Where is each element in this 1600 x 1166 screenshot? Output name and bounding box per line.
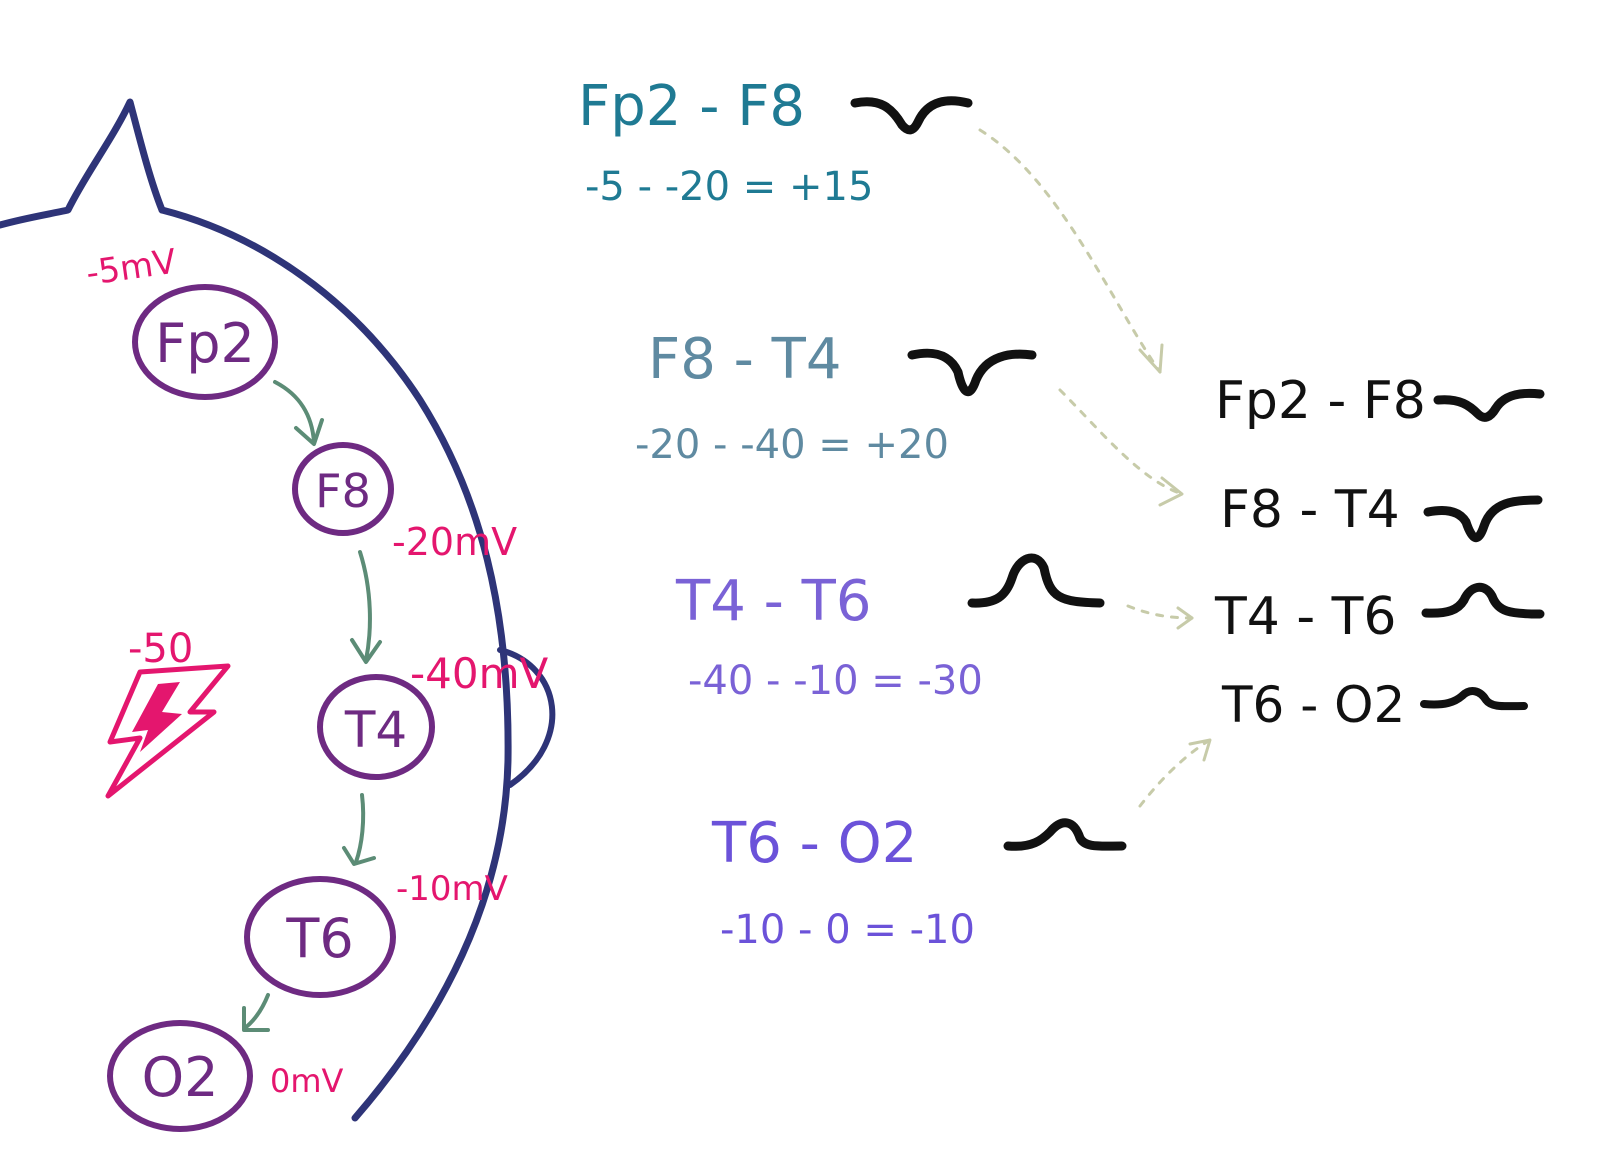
- montage-fp2-f8-label: Fp2 - F8: [1215, 371, 1426, 431]
- montage-t6-o2-wave: [1420, 687, 1528, 711]
- dotted-arrow-t6-o2: [1138, 738, 1212, 808]
- bipolar-montage: Fp2 - F8 F8 - T4 T4 - T6 T6 - O2: [1214, 371, 1545, 734]
- derivation-t4-t6-label: T4 - T6: [675, 569, 871, 634]
- head-nose: [0, 98, 166, 229]
- electrode-f8-label: F8: [315, 464, 371, 518]
- flow-arrow-f8-t4: [358, 550, 372, 662]
- flow-arrow-f8-t4-head: [350, 638, 382, 664]
- flow-arrow-t6-o2: [243, 993, 270, 1030]
- voltage-fp2: -5mV: [84, 242, 179, 294]
- derivation-t6-o2-calc: -10 - 0 = -10: [720, 907, 975, 953]
- electrode-t6-label: T6: [285, 907, 353, 970]
- electrode-o2-ring: [107, 1020, 253, 1132]
- dipole-source: -50: [105, 626, 231, 799]
- dotted-arrows: [978, 128, 1212, 808]
- derivation-f8-t4-wave: [907, 348, 1037, 396]
- derivation-fp2-f8-wave: [850, 96, 973, 135]
- derivation-t4-t6-wave: [967, 553, 1105, 608]
- electrode-voltages: -5mV -20mV -40mV -10mV 0mV: [84, 242, 549, 1100]
- derivation-t6-o2: T6 - O2 -10 - 0 = -10: [711, 811, 1127, 953]
- derivation-f8-t4-calc: -20 - -40 = +20: [635, 422, 949, 468]
- flow-arrow-t4-t6-head: [342, 846, 376, 866]
- electrode-fp2-ring: [132, 284, 278, 400]
- electrode-f8-ring: [292, 442, 394, 536]
- electrode-t6[interactable]: T6: [244, 876, 396, 998]
- derivation-t4-t6-calc: -40 - -10 = -30: [688, 658, 983, 704]
- electrode-t4-label: T4: [344, 701, 407, 759]
- source-label: -50: [128, 626, 193, 672]
- electrode-fp2[interactable]: Fp2: [132, 284, 278, 400]
- head-outline: [0, 98, 556, 1122]
- electrode-t4[interactable]: T4: [317, 674, 435, 780]
- montage-f8-t4-wave: [1423, 495, 1543, 542]
- voltage-f8: -20mV: [392, 520, 517, 564]
- derivations: Fp2 - F8 -5 - -20 = +15 F8 - T4 -20 - -4…: [578, 74, 1127, 953]
- flow-arrow-t4-t6: [354, 793, 366, 864]
- lightning-bolt-icon: [105, 663, 231, 799]
- electrode-fp2-label: Fp2: [155, 312, 255, 375]
- derivation-t4-t6: T4 - T6 -40 - -10 = -30: [675, 553, 1105, 704]
- dotted-arrow-t4-t6: [1126, 604, 1194, 620]
- derivation-t6-o2-wave: [1003, 818, 1127, 851]
- montage-row-fp2-f8: Fp2 - F8: [1215, 371, 1545, 431]
- derivation-t6-o2-label: T6 - O2: [711, 811, 917, 876]
- flow-arrow-fp2-f8: [273, 380, 316, 444]
- lightning-bolt-outline: [105, 663, 231, 799]
- montage-fp2-f8-wave: [1433, 388, 1545, 422]
- lightning-bolt-fill: [132, 682, 182, 752]
- dotted-arrow-t6-o2-head: [1188, 738, 1212, 762]
- electrode-t6-ring: [244, 876, 396, 998]
- montage-row-t6-o2: T6 - O2: [1221, 676, 1528, 734]
- montage-row-f8-t4: F8 - T4: [1220, 480, 1543, 542]
- dotted-arrow-fp2-f8-head: [1138, 343, 1164, 374]
- derivation-fp2-f8-calc: -5 - -20 = +15: [585, 164, 873, 210]
- montage-t4-t6-wave: [1421, 582, 1545, 619]
- voltage-t6: -10mV: [396, 869, 508, 909]
- voltage-t4: -40mV: [410, 649, 549, 698]
- dotted-arrow-fp2-f8: [978, 128, 1162, 374]
- dotted-arrow-f8-t4: [1058, 388, 1184, 496]
- electrodes: Fp2 F8 T4 T6 O2: [107, 284, 435, 1132]
- voltage-o2: 0mV: [270, 1062, 344, 1100]
- montage-t6-o2-label: T6 - O2: [1221, 676, 1405, 734]
- derivation-fp2-f8-label: Fp2 - F8: [578, 74, 805, 139]
- derivation-f8-t4: F8 - T4 -20 - -40 = +20: [635, 327, 1037, 468]
- electrode-o2[interactable]: O2: [107, 1020, 253, 1132]
- electrode-f8[interactable]: F8: [292, 442, 394, 536]
- flow-arrows: [242, 380, 382, 1032]
- derivation-f8-t4-label: F8 - T4: [648, 327, 841, 392]
- electrode-o2-label: O2: [142, 1046, 219, 1109]
- flow-arrow-t6-o2-head: [242, 1006, 270, 1032]
- head-ear: [497, 647, 556, 788]
- montage-f8-t4-label: F8 - T4: [1220, 480, 1400, 540]
- dotted-arrow-t4-t6-head: [1176, 606, 1194, 630]
- head-contour: [158, 206, 512, 1122]
- montage-row-t4-t6: T4 - T6: [1214, 582, 1545, 647]
- derivation-fp2-f8: Fp2 - F8 -5 - -20 = +15: [578, 74, 973, 210]
- flow-arrow-fp2-f8-head: [294, 418, 324, 446]
- montage-t4-t6-label: T4 - T6: [1214, 587, 1397, 647]
- dotted-arrow-f8-t4-head: [1158, 476, 1184, 507]
- electrode-t4-ring: [317, 674, 435, 780]
